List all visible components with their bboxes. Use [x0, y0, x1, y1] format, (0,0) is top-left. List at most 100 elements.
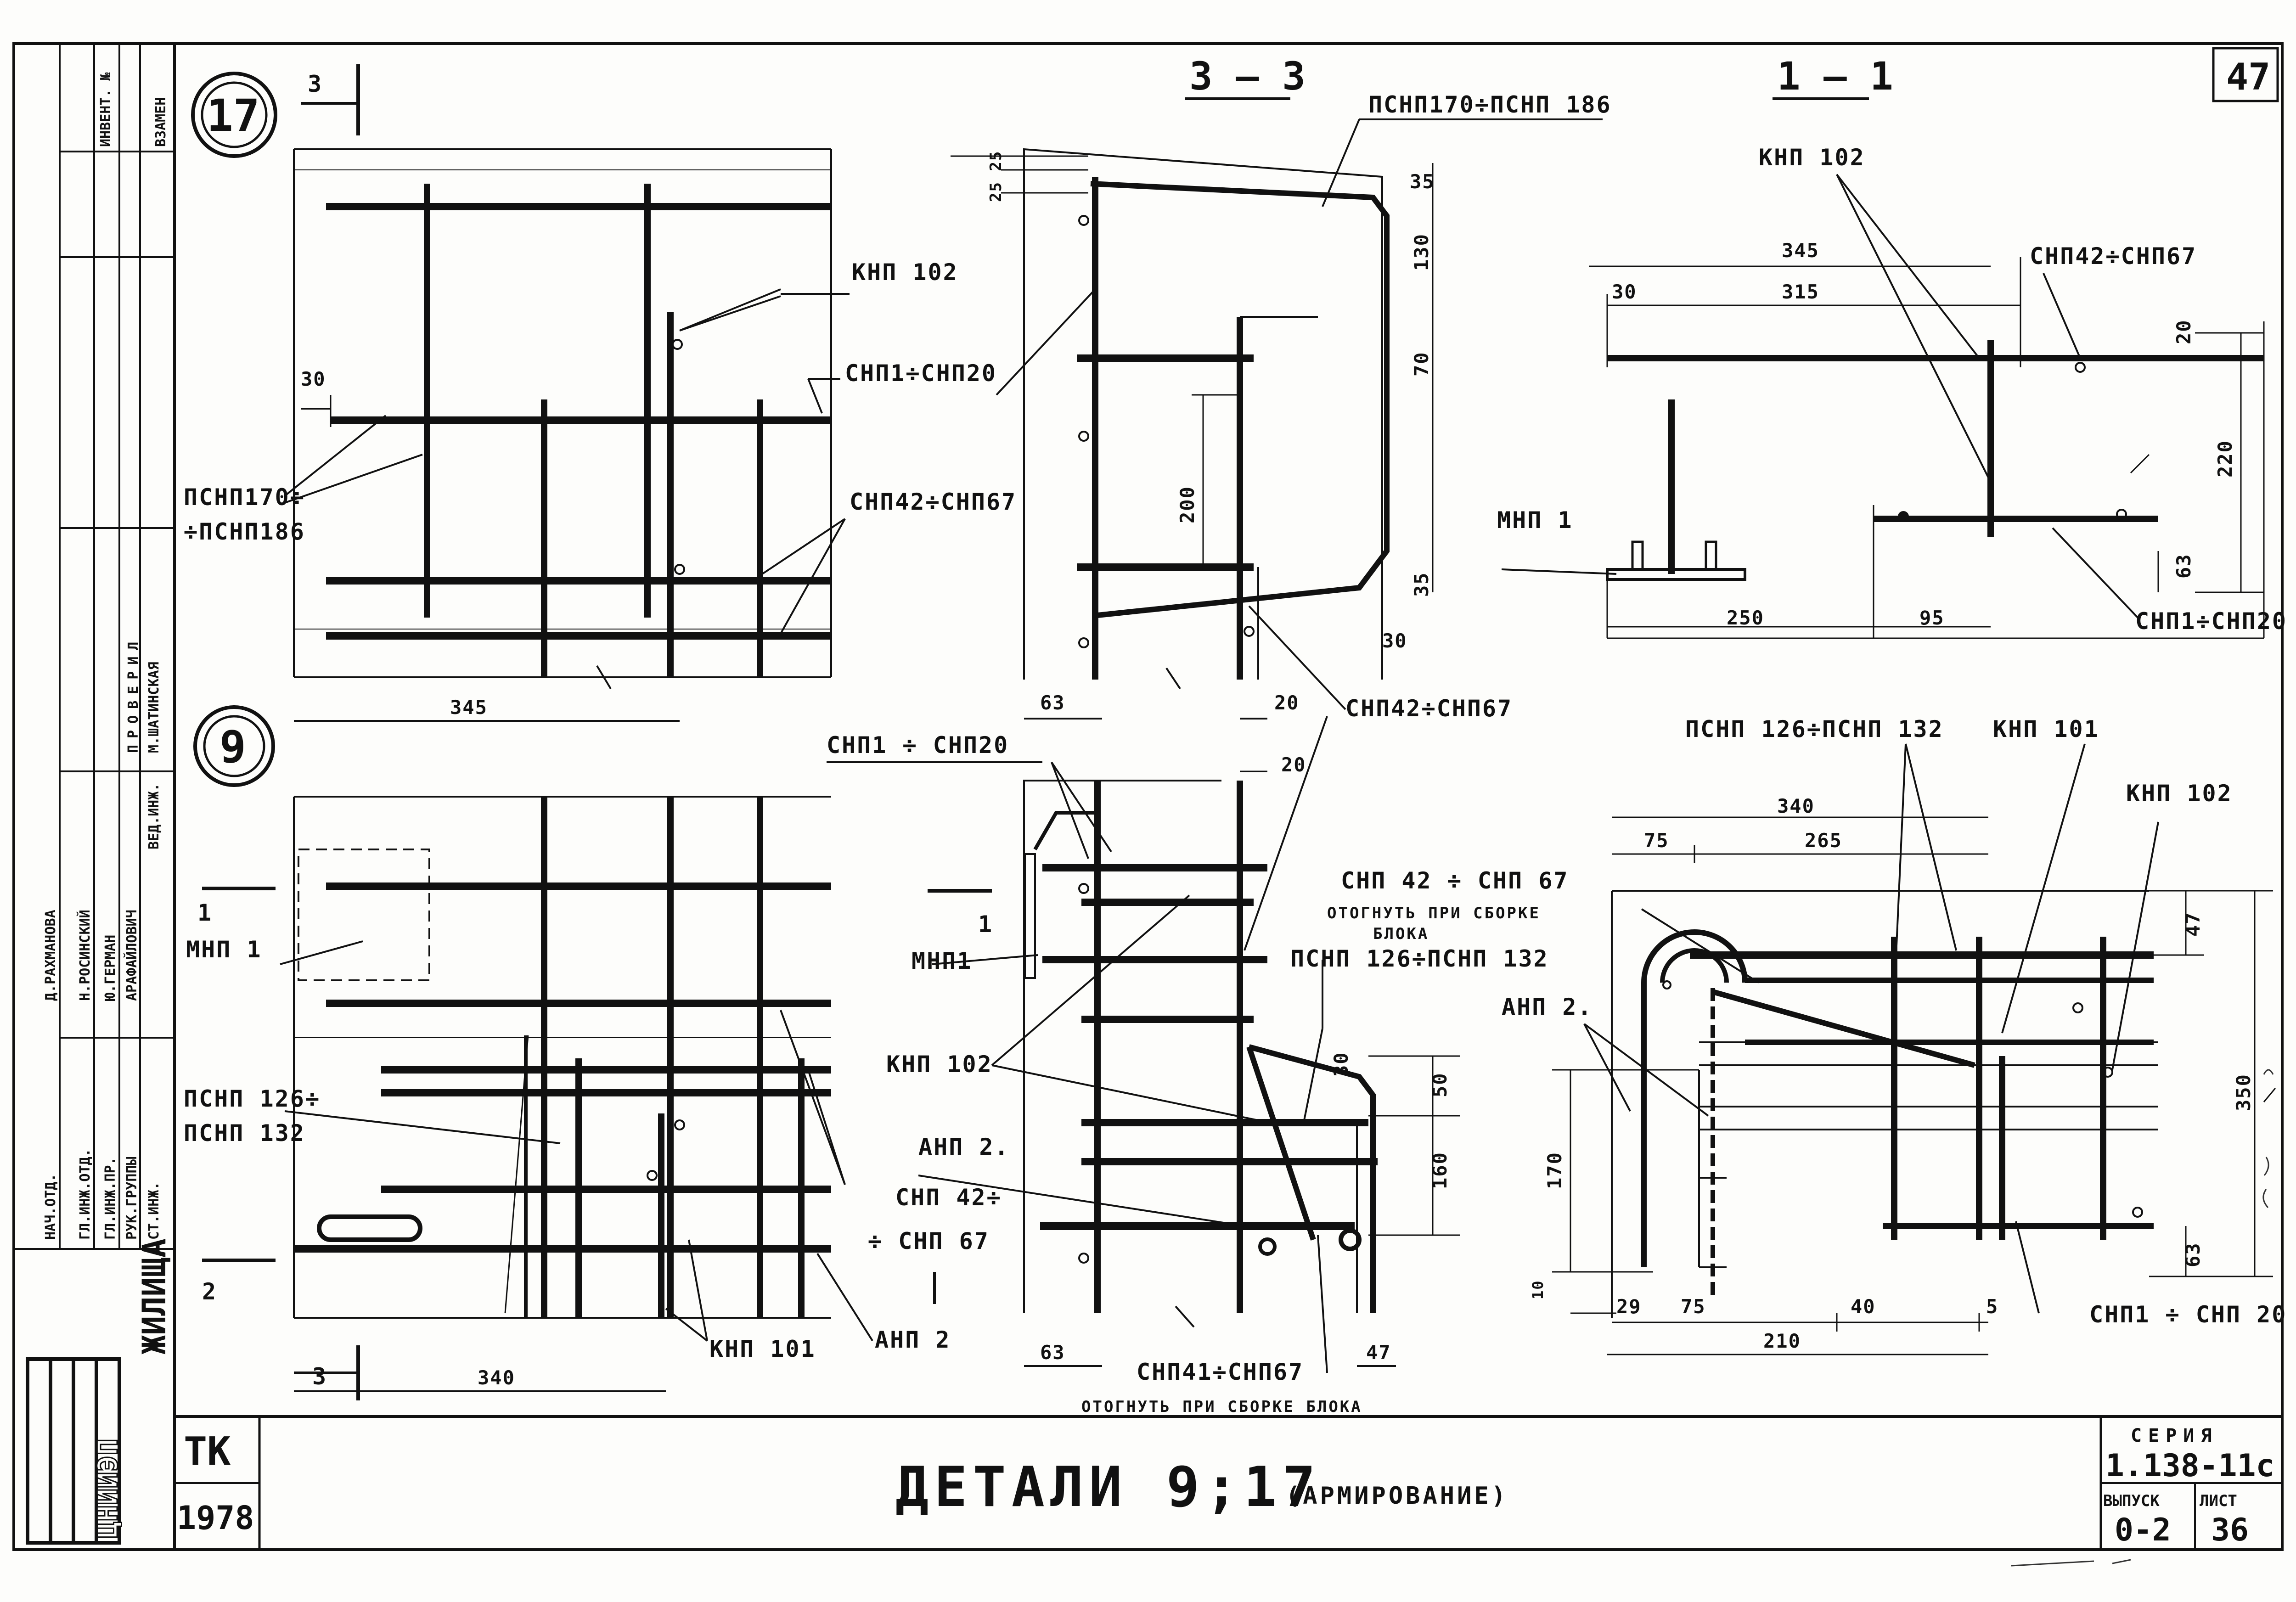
section-1-1-label-mnp1: МНП 1 [1497, 507, 1573, 534]
section-3-3-label-snp41: СНП41÷СНП67 [1137, 1359, 1304, 1385]
section-1-1-label-snp42: СНП42÷СНП67 [2030, 243, 2197, 270]
stamp-name-3: Ю.ГЕРМАН [102, 935, 118, 1001]
detail-9-geometry [202, 796, 873, 1400]
section-3-3-cut-1: 1 [978, 911, 993, 938]
stamp-role-4: РУК.ГРУППЫ [124, 1157, 140, 1240]
section-1-1-label-snp1: СНП1÷СНП20 [2135, 608, 2287, 635]
section-2-2-dim-210: 210 [1763, 1330, 1801, 1352]
detail-9-label-snp42a: СНП 42÷ [895, 1184, 1002, 1211]
section-3-3-dim-50: 50 [1429, 1072, 1451, 1097]
stamp-name-2: Н.РОСИНСКИЙ [77, 910, 93, 1001]
section-2-2-dim-5: 5 [1986, 1295, 1998, 1318]
section-3-3-label-mnp1: МНП1 [912, 948, 972, 974]
stamp-name-1: Д.РАХМАНОВА [43, 910, 59, 1001]
detail-17-label-snp1: СНП1÷СНП20 [845, 360, 997, 387]
page-title: ДЕТАЛИ 9;17 [895, 1456, 1321, 1519]
section-2-2-dim-350: 350 [2232, 1074, 2255, 1111]
series-value: 1.138-11с [2105, 1448, 2274, 1484]
detail-9-label-mnp1: МНП 1 [186, 936, 262, 963]
series-label: СЕРИЯ [2131, 1425, 2218, 1446]
section-2-2-dim-47: 47 [2182, 911, 2204, 937]
section-3-3-dim-20a: 20 [1274, 691, 1300, 714]
page-subtitle: (АРМИРОВАНИЕ) [1286, 1482, 1508, 1510]
org-name: ЖИЛИЩА [135, 1238, 173, 1355]
detail-17-label-knp102: КНП 102 [852, 259, 958, 286]
stamp-name-6: М.ШАТИНСКАЯ [146, 662, 162, 753]
section-2-2-label-snp42: СНП 42 ÷ СНП 67 [1341, 867, 1569, 894]
detail-9-label-psnp126a: ПСНП 126÷ [184, 1085, 321, 1112]
detail-9-cut-2: 2 [202, 1278, 217, 1305]
detail-17-cut-label: 3 [308, 71, 323, 97]
pencil-marks [2011, 1069, 2274, 1567]
section-3-3-dim-20b: 20 [1281, 753, 1306, 776]
section-3-3-bend-note: ОТОГНУТЬ ПРИ СБОРКЕ БЛОКА [1081, 1398, 1362, 1416]
section-2-2-dim-75b: 75 [1681, 1295, 1706, 1318]
detail-17-label-snp42: СНП42÷СНП67 [850, 489, 1017, 515]
detail-17-label-psnp170a: ПСНП170÷ [184, 484, 305, 511]
issue-label: ВЫПУСК [2103, 1492, 2160, 1510]
section-2-2-geometry [1552, 743, 2276, 1355]
section-2-2-label-psnp126: ПСНП 126÷ПСНП 132 [1685, 716, 1944, 742]
stamp-roles: НАЧ.ОТД. Д.РАХМАНОВА ГЛ.ИНЖ.ОТД. Н.РОСИН… [43, 662, 162, 1240]
section-1-1-dim-220: 220 [2214, 440, 2236, 478]
stamp-role-2: ГЛ.ИНЖ.ОТД. [77, 1148, 93, 1240]
inventory-label: ИНВЕНТ. № [98, 72, 114, 147]
section-3-3-dim-2525: 25 25 [987, 151, 1005, 202]
section-2-2-bend-2: БЛОКА [1373, 925, 1429, 943]
detail-9-label-anp2: АНП 2 [875, 1327, 951, 1353]
section-3-3-dim-47: 47 [1366, 1341, 1391, 1364]
section-2-2-dim-170: 170 [1543, 1152, 1566, 1189]
section-3-3-dim-70: 70 [1410, 351, 1433, 377]
section-1-1-dim-315: 315 [1782, 281, 1819, 303]
section-2-2-label-snp1: СНП1 ÷ СНП 20 [2089, 1301, 2287, 1328]
section-3-3-label-knp102: КНП 102 [886, 1051, 993, 1078]
detail-9-label-snp42b: ÷ СНП 67 [868, 1228, 990, 1254]
section-3-3-title: 3 – 3 [1189, 54, 1306, 99]
detail-9-cut-1: 1 [197, 899, 213, 926]
section-1-1-title: 1 – 1 [1777, 54, 1893, 99]
stamp-role-5: СТ.ИНЖ. [146, 1182, 162, 1240]
section-1-1-label-knp102: КНП 102 [1759, 144, 1865, 171]
detail-9-label-psnp126b: ПСНП 132 [184, 1120, 305, 1147]
detail-9-cut-3: 3 [312, 1363, 327, 1390]
detail-17-number: 17 [207, 90, 260, 141]
section-3-3-dim-63a: 63 [1040, 691, 1065, 714]
section-2-2-label-anp2: АНП 2. [1502, 994, 1593, 1020]
section-1-1-dim-30: 30 [1612, 281, 1637, 303]
section-3-3-label-snp42: СНП42÷СНП67 [1345, 695, 1513, 722]
sheet-number: 47 [2226, 56, 2270, 98]
section-3-3-label-snp1: СНП1 ÷ СНП20 [827, 732, 1009, 759]
section-2-2-dim-40: 40 [1851, 1295, 1876, 1318]
list-value: 36 [2211, 1512, 2249, 1548]
year-label: 1978 [177, 1499, 254, 1537]
detail-17-marker: 17 [191, 72, 277, 158]
section-3-3-dim-30b: 30 [1330, 1051, 1352, 1077]
section-2-2-bend-1: ОТОГНУТЬ ПРИ СБОРКЕ [1327, 904, 1541, 922]
section-2-2-dim-75a: 75 [1644, 829, 1669, 852]
checked-label: ПРОВЕРИЛ [125, 635, 141, 753]
section-3-3-label-psnp126: ПСНП 126÷ПСНП 132 [1290, 945, 1549, 972]
issue-value: 0-2 [2115, 1512, 2171, 1548]
section-3-3-dim-200: 200 [1176, 486, 1199, 523]
stamp-name-4: АРАФАЙЛОВИЧ [124, 910, 140, 1001]
section-2-2-label-knp101: КНП 101 [1993, 716, 2099, 742]
section-3-3-dim-160: 160 [1429, 1152, 1451, 1189]
section-1-1-dim-63: 63 [2172, 553, 2195, 579]
sheet-frame [12, 42, 2284, 1551]
section-1-1-geometry [1501, 97, 2265, 639]
section-3-3-label-anp2: АНП 2. [918, 1134, 1010, 1160]
section-3-3-dim-130: 130 [1410, 233, 1433, 271]
section-1-1-dim-95: 95 [1919, 607, 1945, 629]
section-1-1-dim-250: 250 [1727, 607, 1764, 629]
stamp-role-3: ГЛ.ИНЖ.ПР. [102, 1157, 118, 1240]
section-3-3-geometry [827, 97, 1603, 1373]
org-logo [26, 1357, 121, 1545]
detail-9-number: 9 [219, 721, 246, 773]
section-1-1-dim-345: 345 [1782, 239, 1819, 262]
section-2-2-dim-63: 63 [2182, 1242, 2204, 1267]
tk-label: ТК [184, 1429, 231, 1474]
org-logo-text: ЦНИИЭП [92, 1439, 124, 1538]
section-3-3-dim-30: 30 [1382, 630, 1407, 652]
